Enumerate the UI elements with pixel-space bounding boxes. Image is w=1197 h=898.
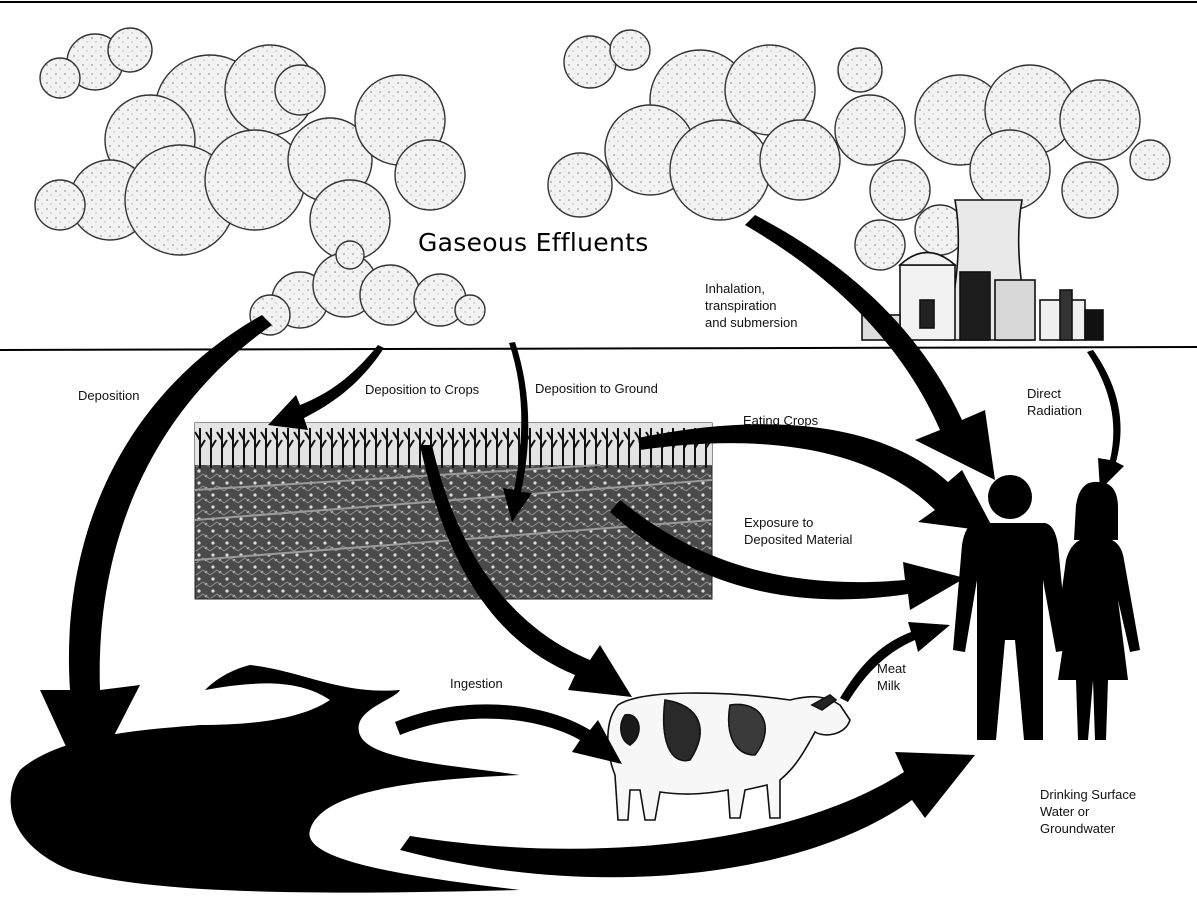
label-meat: Meat [877,660,906,677]
label-inhalation-line3: and submersion [705,314,798,331]
label-drinking-line2: Water or [1040,803,1136,820]
arrow-direct-radiation [1087,350,1124,490]
label-exposure-line2: Deposited Material [744,531,852,548]
cow-icon [608,693,850,820]
label-eating-crops: Eating Crops [743,412,818,429]
label-direct-radiation-line2: Radiation [1027,402,1082,419]
crop-field-icon [195,423,712,599]
arrow-river-to-cow [395,704,622,764]
label-deposition-to-crops: Deposition to Crops [365,381,479,398]
label-exposure-line1: Exposure to [744,514,852,531]
label-meat-milk: Meat Milk [877,660,906,694]
label-deposition: Deposition [78,387,139,404]
label-drinking-line3: Groundwater [1040,820,1136,837]
cloud-left-icon [35,28,465,260]
label-ingestion: Ingestion [450,675,503,692]
label-direct-radiation-line1: Direct [1027,385,1082,402]
diagram-title: Gaseous Effluents [418,228,649,257]
label-inhalation-line2: transpiration [705,297,798,314]
label-drinking-line1: Drinking Surface [1040,786,1136,803]
woman-silhouette [1055,482,1140,740]
power-plant-icon [862,200,1103,340]
label-drinking-water: Drinking Surface Water or Groundwater [1040,786,1136,837]
label-inhalation-line1: Inhalation, [705,280,798,297]
label-deposition-to-ground: Deposition to Ground [535,380,658,397]
label-exposure: Exposure to Deposited Material [744,514,852,548]
label-milk: Milk [877,677,906,694]
label-direct-radiation: Direct Radiation [1027,385,1082,419]
label-inhalation: Inhalation, transpiration and submersion [705,280,798,331]
horizon-line [0,347,1197,350]
